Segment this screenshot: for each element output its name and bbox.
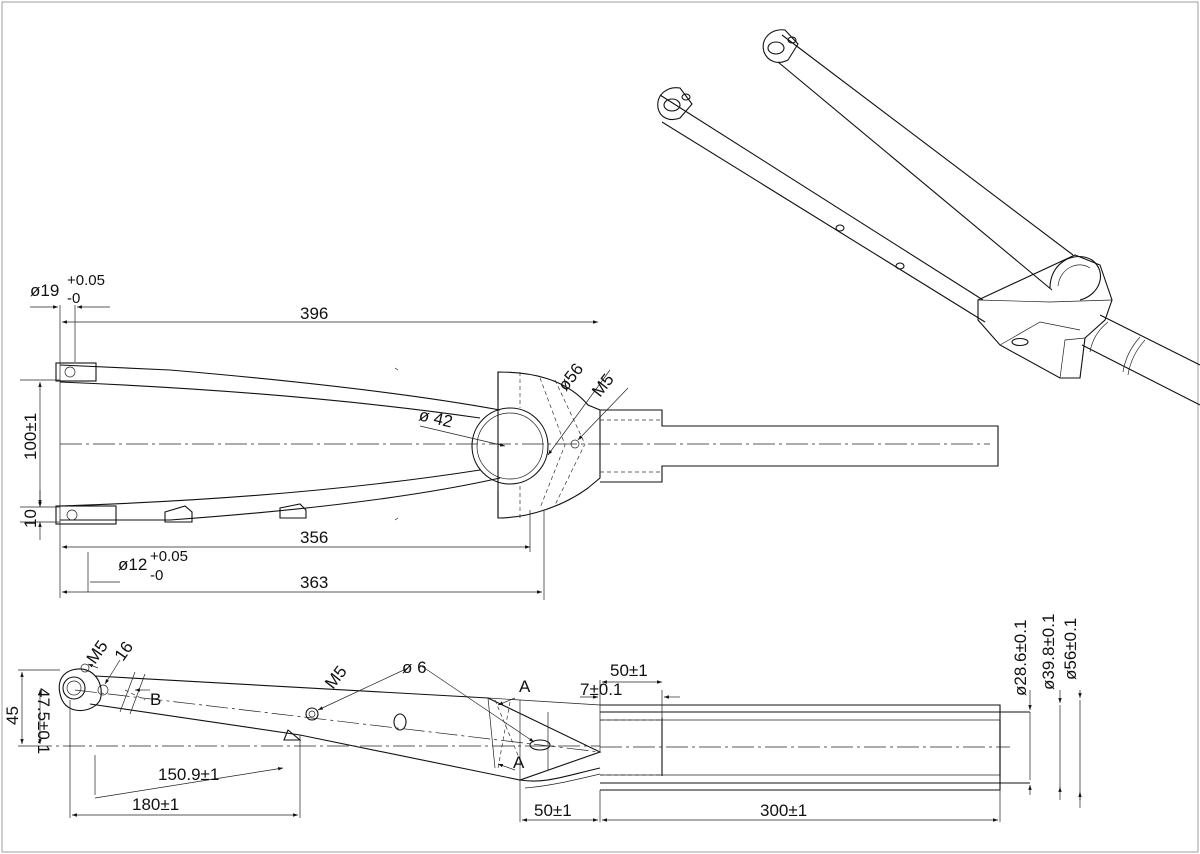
top-leg-length: 356 (300, 528, 328, 547)
isometric-view (657, 29, 1200, 406)
top-dropout-diameter: ø19 (30, 281, 59, 300)
side-section-a-top: A (519, 677, 531, 696)
side-steerer-top-len: 50±1 (610, 661, 648, 680)
side-steerer-bottom-len: 50±1 (534, 801, 572, 820)
side-dropout-thread: M5 (83, 637, 112, 667)
top-dropout-tol-minus: -0 (67, 290, 80, 307)
side-mount-thread: M5 (321, 662, 351, 692)
side-steerer-length: 300±1 (760, 801, 807, 820)
top-bore-diameter: ø 42 (417, 405, 454, 431)
top-axle-to-crown: 363 (300, 573, 328, 592)
top-crown-thread: M5 (588, 370, 618, 400)
top-overall-length: 396 (300, 304, 328, 323)
side-rake-tolerance: 47.5±0.1 (34, 688, 53, 754)
top-bottom-dropout-tol-plus: +0.05 (150, 548, 188, 565)
side-hole-diameter: ø 6 (402, 658, 427, 677)
top-dropout-tol-plus: +0.05 (67, 272, 105, 289)
top-bottom-dropout-diameter: ø12 (118, 555, 147, 574)
side-dropout-width: 16 (111, 638, 137, 664)
side-section-a-bottom: A (513, 753, 525, 772)
top-bottom-dropout-tol-minus: -0 (150, 567, 163, 584)
side-dist-150: 150.9±1 (158, 765, 219, 784)
side-steerer-d1: ø28.6±0.1 (1011, 620, 1030, 696)
top-view (20, 305, 999, 600)
top-offset: 10 (21, 509, 40, 528)
side-rake: 45 (3, 706, 22, 725)
side-section-b: B (150, 690, 161, 709)
side-dist-180: 180±1 (132, 795, 179, 814)
side-steerer-step: 7±0.1 (580, 680, 622, 699)
side-steerer-d2: ø39.8±0.1 (1039, 614, 1058, 690)
top-spacing: 100±1 (21, 413, 40, 460)
side-view (18, 659, 1082, 822)
side-steerer-d3: ø56±0.1 (1061, 618, 1080, 680)
